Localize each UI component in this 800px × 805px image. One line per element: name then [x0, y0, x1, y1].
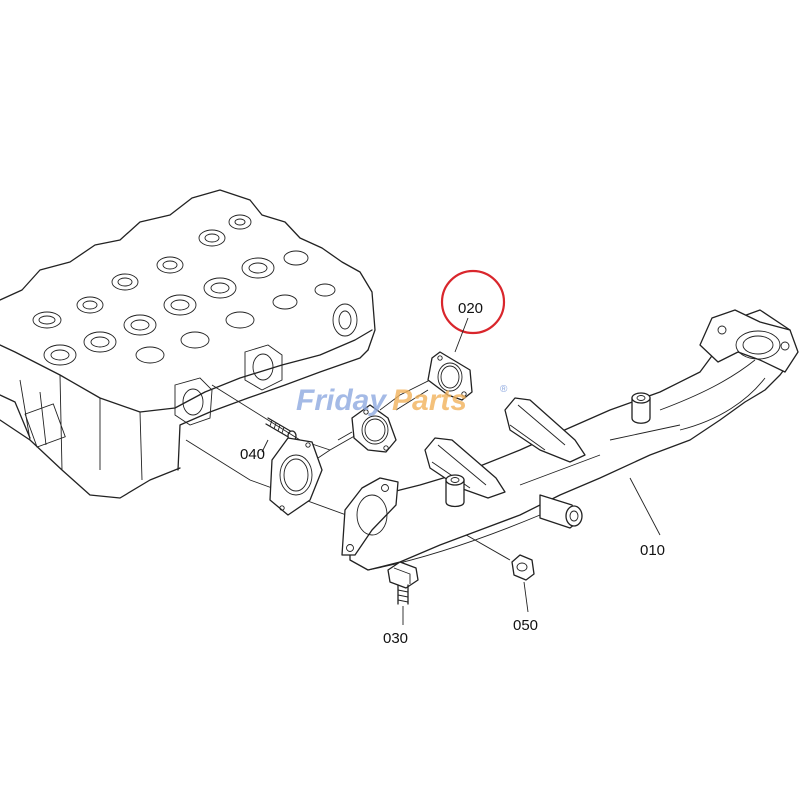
highlight-circle	[440, 269, 506, 335]
bolt-030	[387, 561, 419, 625]
callout-labels: 020 040 010 030 050	[240, 269, 665, 647]
cylinder-head	[0, 189, 376, 499]
watermark-part1: Friday	[296, 384, 387, 417]
callout-040: 040	[240, 446, 265, 463]
callout-030: 030	[383, 630, 408, 647]
gasket-upper	[427, 351, 473, 401]
gasket-lower	[269, 437, 323, 516]
callout-020: 020	[458, 300, 483, 317]
watermark-registered-mark: ®	[500, 384, 508, 395]
watermark-logo: Friday Parts ®	[296, 384, 508, 417]
nut-050	[511, 554, 535, 613]
gasket-middle	[351, 404, 397, 453]
exhaust-manifold	[341, 309, 799, 571]
watermark-part2: Parts	[392, 384, 467, 417]
callout-010: 010	[640, 542, 665, 559]
callout-050: 050	[513, 617, 538, 634]
